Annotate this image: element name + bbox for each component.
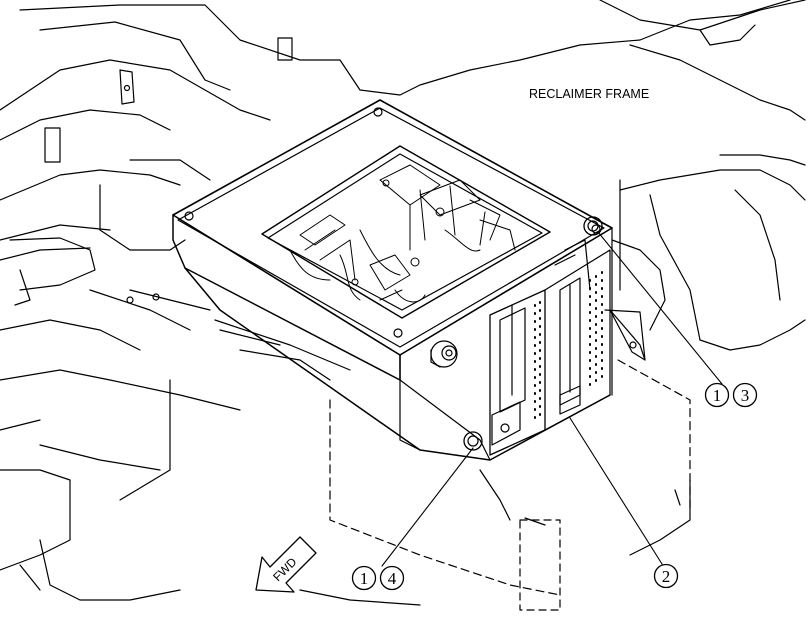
leader-lines xyxy=(381,231,723,567)
electronics-box xyxy=(172,99,613,461)
callout-1-3 xyxy=(704,382,758,408)
callout-2 xyxy=(653,563,679,589)
leader-line-1-4 xyxy=(381,447,474,567)
callout-1-4 xyxy=(351,565,405,591)
leader-line-1-3 xyxy=(597,231,723,385)
reclaimer-frame-label: RECLAIMER FRAME xyxy=(529,87,649,101)
callout-number-1a: 1 xyxy=(713,386,722,405)
callout-number-4: 4 xyxy=(388,569,397,588)
callout-number-1b: 1 xyxy=(360,569,369,588)
leader-line-2 xyxy=(569,417,663,565)
callout-number-3: 3 xyxy=(741,386,750,405)
callout-number-2: 2 xyxy=(662,567,671,586)
fwd-label: FWD xyxy=(270,555,299,584)
mounting-bolts xyxy=(463,216,603,451)
card-rack-panel xyxy=(489,239,646,456)
aircraft-structure xyxy=(0,0,806,611)
fwd-arrow-icon: FWD xyxy=(255,536,317,593)
